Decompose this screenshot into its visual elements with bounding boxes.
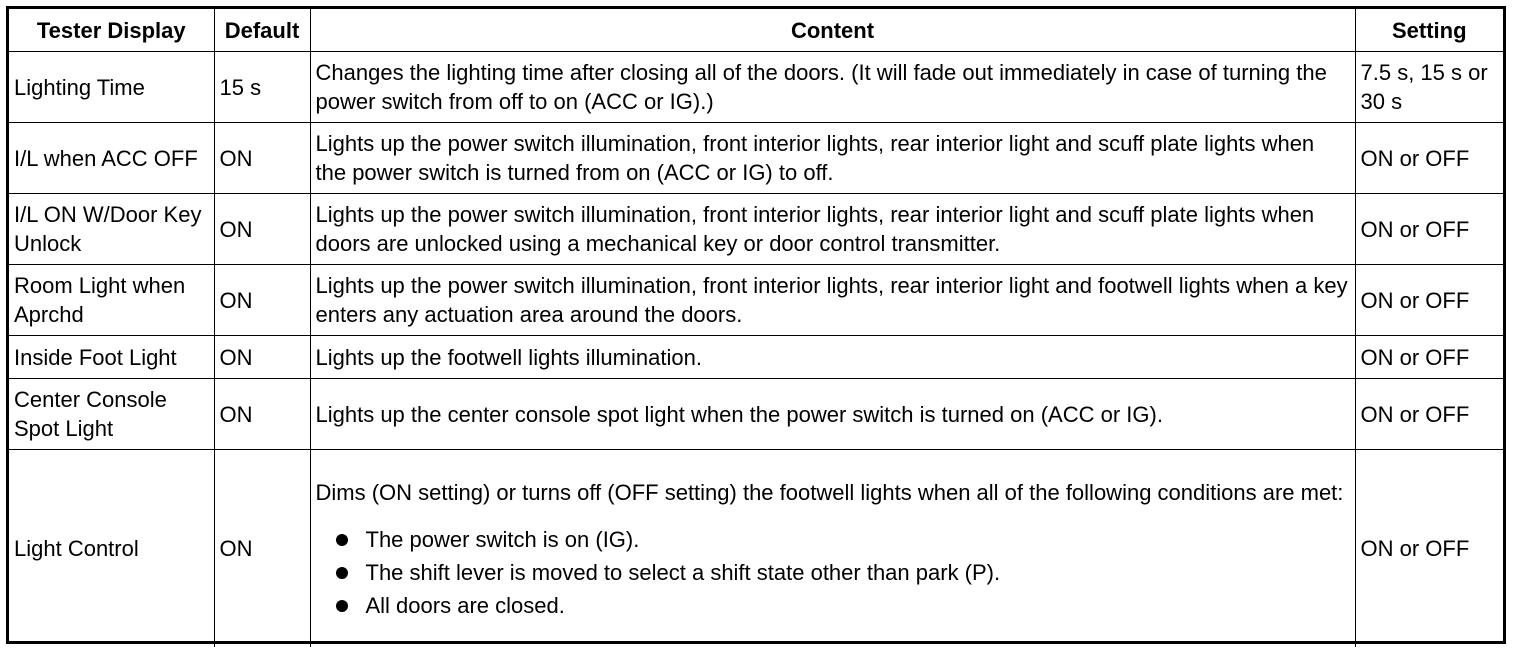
list-item: The shift lever is moved to select a shi… — [335, 556, 1350, 589]
cell-content: Lights up the power switch illumination,… — [309, 264, 1356, 336]
list-item-text: The shift lever is moved to select a shi… — [365, 559, 1001, 585]
table-row: I/L when ACC OFF ON Lights up the power … — [9, 122, 1503, 194]
cell-tester-display: Light Control — [9, 449, 215, 647]
cell-tester-display: Room Light when Aprchd — [9, 264, 215, 336]
cell-default: ON — [213, 193, 311, 265]
cell-setting: ON or OFF — [1354, 193, 1503, 265]
header-setting: Setting — [1354, 9, 1503, 52]
table-row: Room Light when Aprchd ON Lights up the … — [9, 264, 1503, 336]
bullet-icon — [335, 566, 348, 579]
cell-setting: ON or OFF — [1354, 335, 1503, 379]
cell-setting: ON or OFF — [1354, 264, 1503, 336]
table-row: Center Console Spot Light ON Lights up t… — [9, 378, 1503, 450]
bullet-icon — [335, 599, 348, 612]
cell-content: Changes the lighting time after closing … — [309, 51, 1356, 123]
condition-list: The power switch is on (IG). The shift l… — [316, 523, 1350, 622]
cell-content: Lights up the power switch illumination,… — [309, 193, 1356, 265]
table-row: Light Control ON Dims (ON setting) or tu… — [9, 449, 1503, 647]
cell-tester-display: Lighting Time — [9, 51, 215, 123]
cell-default: 15 s — [213, 51, 311, 123]
header-default: Default — [213, 9, 311, 52]
customize-table: Tester Display Default Content Setting L… — [9, 9, 1503, 647]
cell-setting: ON or OFF — [1354, 378, 1503, 450]
cell-content: Lights up the center console spot light … — [309, 378, 1356, 450]
cell-tester-display: I/L ON W/Door Key Unlock — [9, 193, 215, 265]
list-item-text: All doors are closed. — [365, 592, 565, 618]
cell-default: ON — [213, 122, 311, 194]
cell-content: Dims (ON setting) or turns off (OFF sett… — [309, 449, 1356, 647]
cell-default: ON — [213, 449, 311, 647]
table-row: Inside Foot Light ON Lights up the footw… — [9, 335, 1503, 379]
table-row: Lighting Time 15 s Changes the lighting … — [9, 51, 1503, 123]
bullet-icon — [335, 533, 348, 546]
table-row: I/L ON W/Door Key Unlock ON Lights up th… — [9, 193, 1503, 265]
cell-content: Lights up the power switch illumination,… — [309, 122, 1356, 194]
customize-table-frame: Tester Display Default Content Setting L… — [6, 6, 1506, 647]
cell-tester-display: I/L when ACC OFF — [9, 122, 215, 194]
cell-setting: ON or OFF — [1354, 449, 1503, 647]
list-item-text: The power switch is on (IG). — [365, 526, 640, 552]
cell-setting: ON or OFF — [1354, 122, 1503, 194]
list-item: All doors are closed. — [335, 589, 1350, 622]
cell-default: ON — [213, 335, 311, 379]
content-text: Dims (ON setting) or turns off (OFF sett… — [315, 479, 1344, 505]
cell-default: ON — [213, 378, 311, 450]
cell-content: Lights up the footwell lights illuminati… — [309, 335, 1356, 379]
cell-tester-display: Center Console Spot Light — [9, 378, 215, 450]
header-content: Content — [309, 9, 1356, 52]
header-tester-display: Tester Display — [9, 9, 215, 52]
cell-default: ON — [213, 264, 311, 336]
list-item: The power switch is on (IG). — [335, 523, 1350, 556]
cell-tester-display: Inside Foot Light — [9, 335, 215, 379]
cell-setting: 7.5 s, 15 s or 30 s — [1354, 51, 1503, 123]
table-header-row: Tester Display Default Content Setting — [9, 9, 1503, 52]
